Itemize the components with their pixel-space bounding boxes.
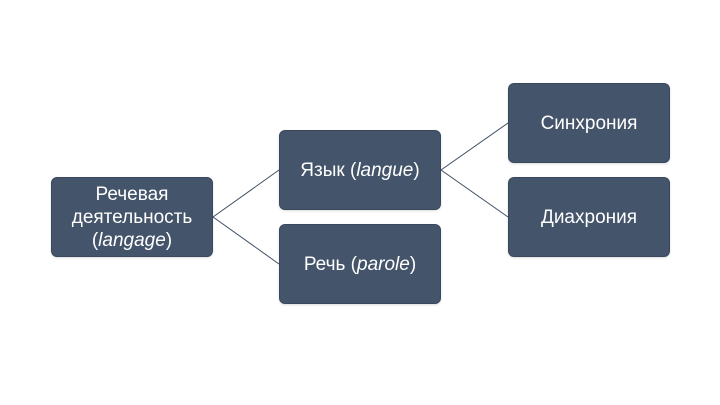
speech-text: Речь (	[303, 253, 358, 275]
node-speech-activity-label: Речевая деятельность (langage)	[72, 183, 193, 252]
speech-activity-term: langage	[98, 229, 166, 251]
language-term: langue	[356, 159, 414, 181]
node-diachrony: Диахрония	[508, 177, 670, 257]
node-speech-activity: Речевая деятельность (langage)	[51, 177, 213, 257]
connector-activity-to-langue	[212, 169, 280, 218]
speech-activity-close-paren: )	[165, 229, 173, 251]
connector-activity-to-parole	[212, 216, 280, 265]
speech-term: parole	[357, 253, 410, 275]
synchrony-text: Синхрония	[540, 112, 638, 134]
speech-activity-line2: деятельность	[71, 206, 193, 228]
connector-langue-to-synchrony	[440, 122, 509, 171]
speech-activity-open-paren: (	[91, 229, 99, 251]
node-language: Язык (langue)	[279, 130, 441, 210]
node-speech: Речь (parole)	[279, 224, 441, 304]
connector-langue-to-diachrony	[440, 169, 509, 218]
speech-activity-line1: Речевая	[95, 183, 169, 205]
language-close-paren: )	[413, 159, 420, 181]
diachrony-text: Диахрония	[540, 206, 638, 228]
node-speech-label: Речь (parole)	[304, 253, 416, 276]
node-language-label: Язык (langue)	[300, 159, 419, 182]
speech-close-paren: )	[409, 253, 417, 275]
language-text: Язык (	[300, 159, 357, 181]
node-synchrony: Синхрония	[508, 83, 670, 163]
